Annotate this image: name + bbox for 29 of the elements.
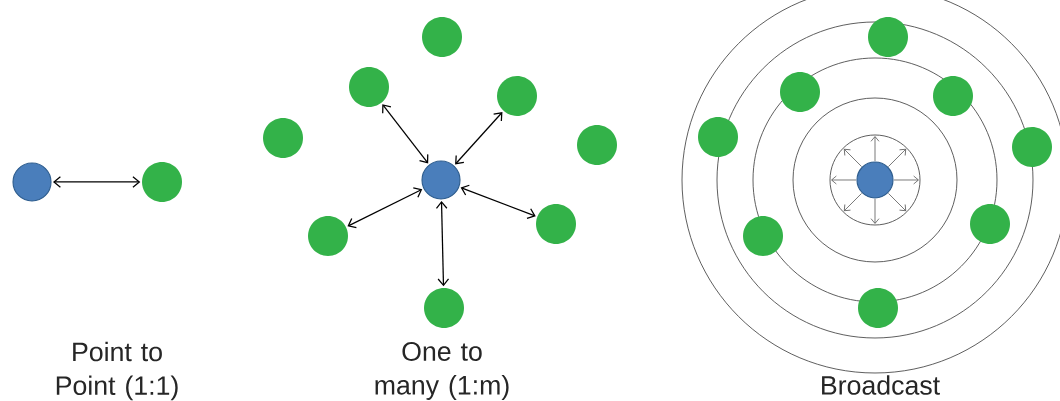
circle-node: [856, 161, 894, 199]
circle-node: [780, 72, 820, 112]
circle-node: [422, 17, 462, 57]
circle-node: [1012, 127, 1052, 167]
circle-node: [868, 17, 908, 57]
circle-node: [142, 162, 182, 202]
circle-node: [421, 160, 461, 200]
circle-node: [698, 117, 738, 157]
circle-node: [743, 216, 783, 256]
circle-node: [970, 204, 1010, 244]
circle-node: [308, 216, 348, 256]
circle-node: [12, 162, 52, 202]
circle-node: [424, 288, 464, 328]
circle-node: [536, 204, 576, 244]
arrow: [455, 112, 503, 165]
circle-node: [933, 76, 973, 116]
arrow: [382, 104, 429, 164]
circle-node: [497, 76, 537, 116]
circle-node: [577, 125, 617, 165]
circle-node: [858, 288, 898, 328]
arrow: [435, 200, 450, 287]
circle-node: [263, 118, 303, 158]
caption-text: One to many (1:m): [375, 342, 509, 400]
arrow: [52, 176, 141, 188]
caption-text: Broadcast: [822, 375, 940, 395]
arrow: [460, 184, 536, 220]
circle-node: [349, 67, 389, 107]
arrow: [347, 187, 423, 229]
caption-text: Point to Point (1:1): [56, 341, 178, 401]
